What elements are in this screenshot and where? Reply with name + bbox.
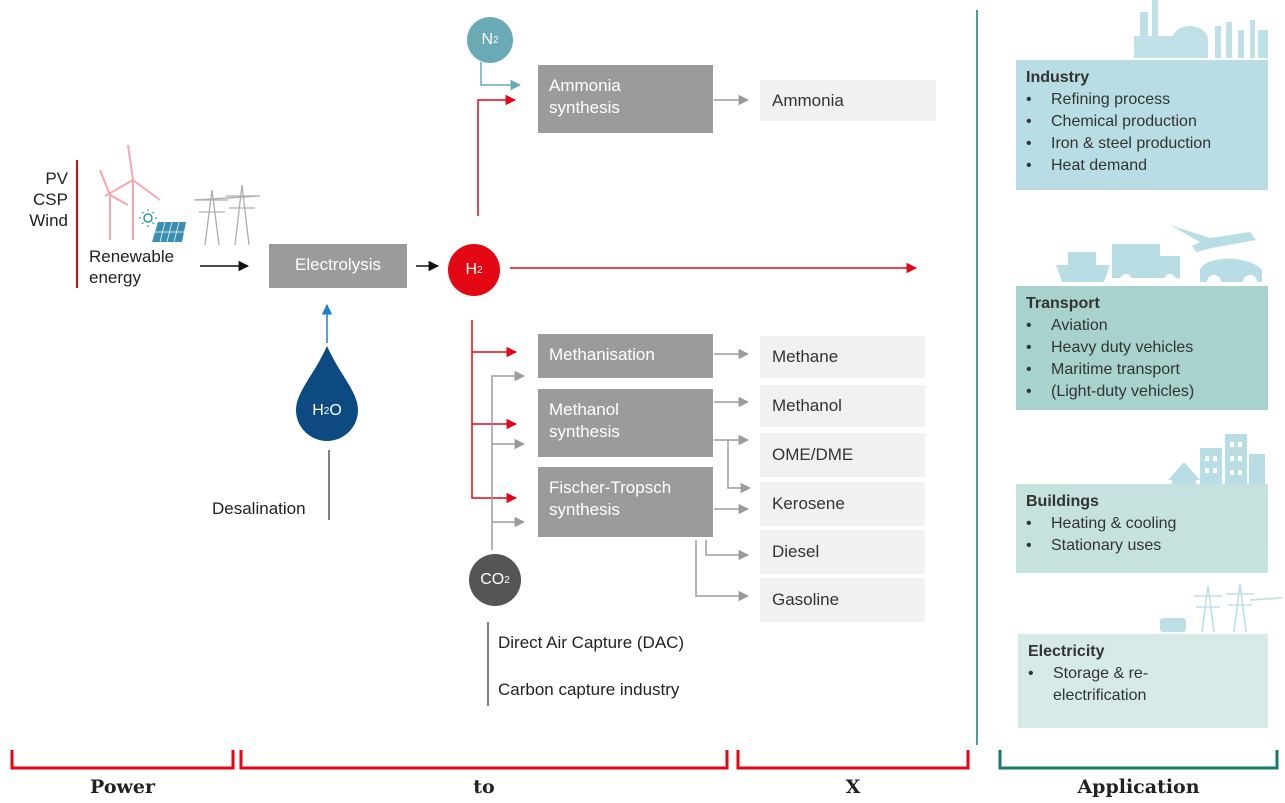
arrow-h2-fischer-tropsch [471, 320, 518, 504]
arrow-diesel [705, 540, 750, 561]
co2-source-dac: Direct Air Capture (DAC) [498, 633, 685, 652]
industry-item: Refining process [1026, 89, 1258, 111]
arrow-gasoline [695, 540, 750, 602]
arrow-n2-ammonia [480, 62, 522, 91]
application-buildings: Buildings Heating & cooling Stationary u… [1016, 484, 1268, 573]
solar-panel-icon [139, 209, 186, 243]
source-pv: PV [45, 169, 68, 188]
application-transport: Transport Aviation Heavy duty vehicles M… [1016, 286, 1268, 410]
bracket-application [998, 750, 1279, 770]
storage-tank-icon [1160, 618, 1186, 632]
product-methane: Methane [760, 336, 925, 378]
buildings-item: Heating & cooling [1026, 513, 1258, 535]
product-gasoline: Gasoline [760, 578, 925, 622]
electricity-title: Electricity [1028, 643, 1105, 660]
transport-item: Heavy duty vehicles [1026, 337, 1258, 359]
product-ome-dme: OME/DME [760, 433, 925, 477]
application-electricity: Electricity Storage & re- electrificatio… [1018, 634, 1268, 728]
arrow-h2-ammonia [477, 94, 517, 216]
arrow-methanol-kerosene [727, 440, 752, 494]
transport-item: Maritime transport [1026, 359, 1258, 381]
wind-turbine-icon [99, 144, 161, 240]
methanisation-box: Methanisation [538, 334, 713, 378]
footer-to: to [473, 776, 495, 798]
power-pylon-icon [193, 184, 261, 246]
transport-item: (Light-duty vehicles) [1026, 381, 1258, 403]
power-pylon-icon-electricity [1194, 583, 1283, 633]
source-wind: Wind [29, 211, 68, 230]
transport-icon [1056, 225, 1262, 282]
industry-item: Heat demand [1026, 155, 1258, 177]
electricity-item: Storage & re- [1028, 663, 1258, 685]
product-diesel: Diesel [760, 530, 925, 574]
bracket-to [239, 750, 729, 770]
electrolysis-box: Electrolysis [269, 244, 407, 288]
power-sources-list: PV CSP Wind [20, 168, 68, 231]
water-drop-icon [296, 346, 358, 441]
bracket-power [10, 750, 235, 770]
transport-item: Aviation [1026, 315, 1258, 337]
footer-x: X [845, 776, 861, 798]
product-methanol: Methanol [760, 385, 925, 427]
bracket-x [736, 750, 970, 770]
product-kerosene: Kerosene [760, 482, 925, 526]
renewable-energy-label: Renewable energy [89, 247, 175, 287]
industry-title: Industry [1026, 69, 1090, 86]
electricity-item-continued: electrification [1053, 687, 1147, 704]
arrow-co2-methanisation [491, 370, 526, 550]
co2-source-industry: Carbon capture industry [498, 680, 680, 699]
desalination-label: Desalination [212, 499, 306, 518]
footer-application: Application [1077, 776, 1200, 798]
industry-item: Chemical production [1026, 111, 1258, 133]
application-industry: Industry Refining process Chemical produ… [1016, 60, 1268, 190]
industry-item: Iron & steel production [1026, 133, 1258, 155]
footer-power: Power [90, 776, 155, 798]
factory-icon [1134, 0, 1268, 58]
buildings-icon-windows [1205, 442, 1242, 475]
source-csp: CSP [33, 190, 68, 209]
transport-title: Transport [1026, 295, 1100, 312]
buildings-item: Stationary uses [1026, 535, 1258, 557]
product-ammonia: Ammonia [760, 80, 936, 121]
transport-icon-wheels [1120, 274, 1257, 289]
buildings-title: Buildings [1026, 493, 1099, 510]
